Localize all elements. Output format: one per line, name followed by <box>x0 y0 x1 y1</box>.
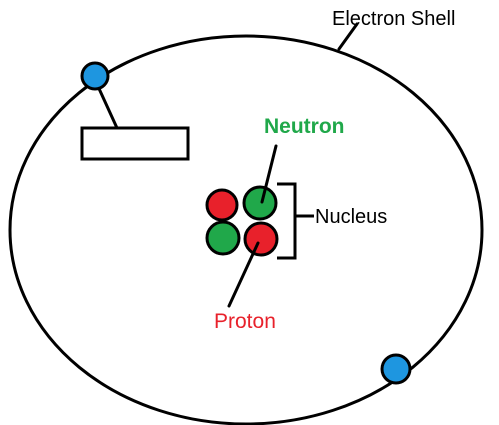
proton-label: Proton <box>214 310 276 333</box>
nucleus-bracket <box>277 182 297 260</box>
neutron-label: Neutron <box>264 115 345 138</box>
neutron-leader-line <box>260 144 278 204</box>
electron-top-left <box>80 61 110 91</box>
proton-bottom-right <box>243 221 279 257</box>
electron-shell-orbit <box>8 34 484 425</box>
neutron-top-right <box>242 185 278 221</box>
proton-top-left <box>205 188 239 222</box>
nucleus-label: Nucleus <box>315 206 387 228</box>
blank-label-box <box>80 126 190 161</box>
electron-shell-leader-line <box>337 22 359 51</box>
neutron-bottom-left <box>205 220 241 256</box>
electron-shell-label: Electron Shell <box>332 8 455 30</box>
proton-leader-line <box>227 241 260 308</box>
electron-bottom-right <box>380 353 412 385</box>
